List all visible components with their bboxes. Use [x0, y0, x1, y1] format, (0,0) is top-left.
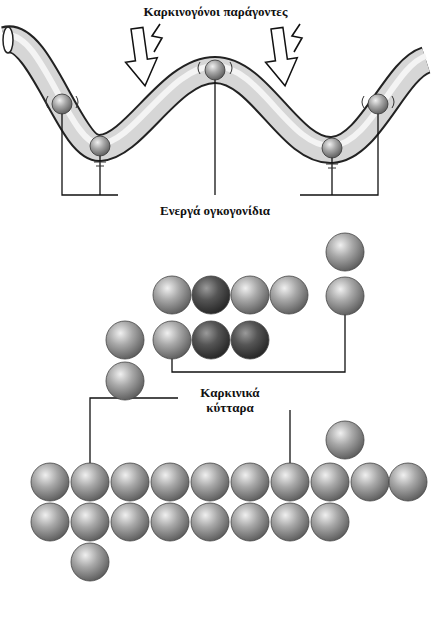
cell-sphere — [106, 233, 364, 400]
vibration-mark — [46, 62, 394, 168]
oncogene-label: Ενεργά ογκογονίδια — [130, 203, 300, 218]
gene-sphere — [52, 60, 388, 158]
cell-label: Καρκινικά κύτταρα — [180, 385, 280, 415]
leader-line — [62, 75, 378, 195]
factor-label: Καρκινογόνοι παράγοντες — [40, 4, 391, 19]
lightning-bolt — [152, 24, 302, 52]
carcinogen-arrow — [121, 26, 301, 88]
cell-sphere — [31, 421, 427, 581]
leader-line — [90, 300, 345, 482]
